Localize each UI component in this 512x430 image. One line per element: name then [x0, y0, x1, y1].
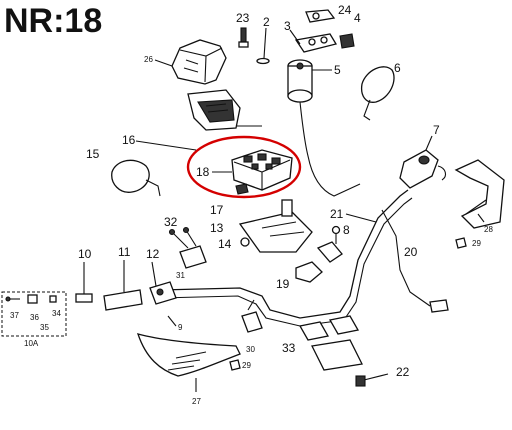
inset-callout-35: 35 — [40, 323, 49, 332]
callout-2: 2 — [263, 15, 270, 29]
part-33-mount — [298, 315, 363, 371]
highlight-ring-18 — [186, 135, 302, 199]
part-6-mirror — [360, 66, 395, 121]
inset-callout-37: 37 — [10, 311, 19, 320]
callout-9: 9 — [178, 323, 183, 332]
callout-33: 33 — [282, 341, 296, 355]
callout-8: 8 — [343, 223, 350, 237]
callout-20: 20 — [404, 245, 418, 259]
callout-7: 7 — [433, 123, 440, 137]
part-24-key — [305, 9, 336, 23]
callout-30: 30 — [246, 345, 255, 354]
inset-callout-34: 34 — [52, 309, 61, 318]
lower-cover — [187, 89, 241, 131]
part-10-bolt — [75, 262, 93, 303]
part-30-holder — [241, 299, 263, 333]
callout-31: 31 — [176, 271, 185, 280]
inset-callout-36: 36 — [30, 313, 39, 322]
callout-12: 12 — [146, 247, 160, 261]
callout-29-lower: 29 — [242, 361, 251, 370]
callout-6: 6 — [394, 61, 401, 75]
part-13-bracket — [238, 199, 313, 253]
leader-26 — [154, 59, 173, 67]
inset-callout-10a: 10A — [24, 339, 39, 348]
part-7-throttle — [399, 149, 447, 189]
inset-10a-box — [1, 291, 67, 337]
part-15-mirror — [111, 159, 161, 197]
part-23-bolt — [238, 27, 249, 48]
callout-17: 17 — [210, 203, 224, 217]
part-29-bolt-a — [455, 237, 467, 249]
part-20-cable — [381, 209, 431, 307]
part-22-bolt — [355, 373, 389, 387]
part-8-washer — [331, 225, 341, 244]
callout-14: 14 — [218, 237, 232, 251]
callout-15: 15 — [86, 147, 100, 161]
part-27-guard — [136, 333, 241, 377]
part-28-handguard — [454, 159, 505, 229]
part-2-screw — [256, 27, 270, 65]
page-title: NR:18 — [4, 2, 103, 40]
part-31-bracket — [179, 245, 207, 269]
leader-3 — [289, 29, 301, 45]
leader-16 — [135, 140, 197, 151]
callout-11: 11 — [118, 245, 131, 259]
callout-5: 5 — [334, 63, 341, 77]
callout-26: 26 — [144, 55, 153, 64]
part-17-clip — [235, 183, 249, 195]
part-3-switch — [294, 33, 338, 53]
callout-10: 10 — [78, 247, 92, 261]
callout-18: 18 — [196, 165, 210, 179]
part-19-clamp — [295, 241, 343, 283]
callout-27: 27 — [192, 397, 201, 406]
cable-end — [429, 299, 449, 313]
part-32-pins — [168, 226, 197, 249]
cable-lock — [299, 101, 361, 197]
part-5-lock — [287, 59, 313, 103]
leader-21 — [345, 213, 377, 223]
handlebar — [159, 189, 413, 327]
leader-7 — [425, 135, 433, 151]
callout-28: 28 — [484, 225, 493, 234]
callout-24: 24 — [338, 3, 352, 17]
callout-13: 13 — [210, 221, 224, 235]
callout-4: 4 — [354, 11, 361, 25]
callout-22: 22 — [396, 365, 410, 379]
part-29-bolt-b — [229, 359, 241, 371]
callout-3: 3 — [284, 19, 291, 33]
callout-29-upper: 29 — [472, 239, 481, 248]
part-9-pin — [167, 315, 177, 327]
part-26-cover — [171, 39, 227, 85]
callout-32: 32 — [164, 215, 178, 229]
part-11-grip — [103, 260, 143, 311]
part-14-nut — [240, 237, 250, 247]
callout-19: 19 — [276, 277, 290, 291]
callout-23: 23 — [236, 11, 250, 25]
leader-28 — [477, 213, 485, 223]
callout-16: 16 — [122, 133, 136, 147]
part-18-control-unit — [231, 149, 293, 191]
inset-parts — [5, 294, 57, 304]
part-4-cap — [339, 33, 355, 49]
callout-21: 21 — [330, 207, 344, 221]
part-12-switch — [149, 261, 177, 305]
